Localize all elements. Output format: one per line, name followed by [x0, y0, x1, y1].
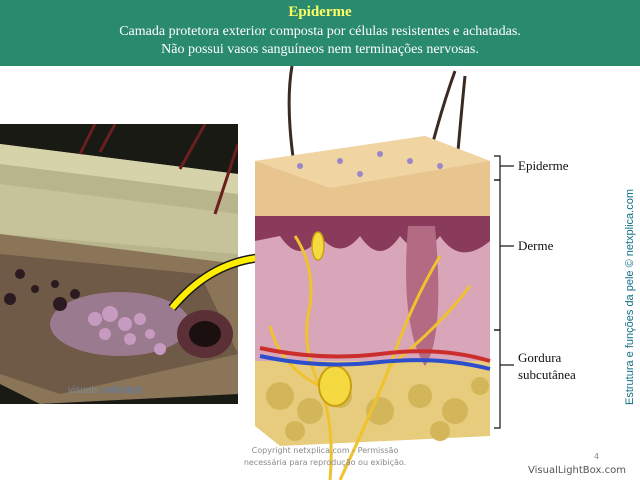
- vertical-credit-text: Estrutura e funções da pele © netxplica.…: [624, 189, 636, 405]
- photo-credit: visuals unlimited: [68, 385, 142, 396]
- page-number: 4: [594, 452, 600, 461]
- skin-diagram: [255, 66, 491, 480]
- watermark: VisualLightBox.com: [528, 465, 626, 476]
- label-epiderme: Epiderme: [518, 158, 569, 173]
- label-gordura-line2: subcutânea: [518, 367, 576, 382]
- layer-brackets: [494, 155, 514, 429]
- copyright-notice: Copyright netxplica.com - Permissão nece…: [243, 446, 407, 467]
- description-line-2: Não possui vasos sanguíneos nem terminaç…: [161, 42, 479, 57]
- microscope-photo: [0, 124, 238, 404]
- label-derme: Derme: [518, 238, 554, 253]
- label-gordura-line1: Gordura: [518, 350, 562, 365]
- description-line-1: Camada protetora exterior composta por c…: [119, 24, 521, 39]
- slide-title: Epiderme: [288, 4, 352, 20]
- header-banner: Epiderme Camada protetora exterior compo…: [0, 0, 640, 66]
